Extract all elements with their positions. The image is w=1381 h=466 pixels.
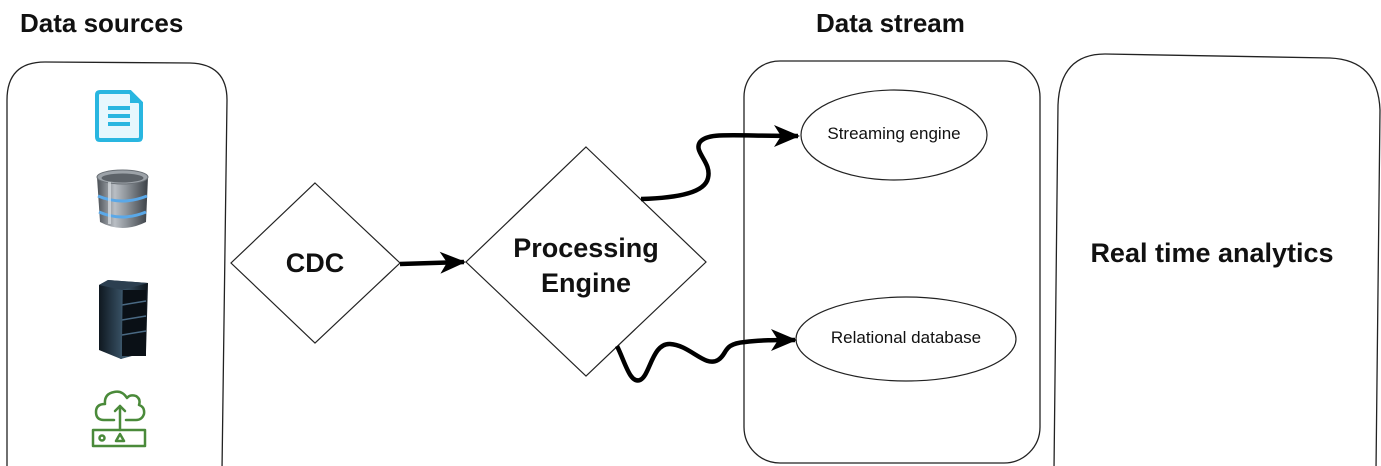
real-time-analytics-container: [1053, 53, 1381, 466]
relational-database-label: Relational database: [830, 328, 982, 347]
edge-processing-to-streaming: [640, 124, 800, 202]
data-sources-title: Data sources: [20, 8, 184, 38]
processing-engine-label: Processing Engine: [476, 231, 696, 301]
real-time-analytics-label: Real time analytics: [1090, 238, 1334, 268]
processing-engine-label-line2: Engine: [540, 268, 631, 298]
document-icon: [95, 90, 143, 142]
data-sources-container: [6, 61, 228, 466]
server-rack-icon: [99, 280, 148, 360]
edge-cdc-to-processing: [399, 251, 466, 274]
edge-processing-to-relational: [614, 329, 797, 383]
data-stream-title: Data stream: [816, 8, 965, 38]
cloud-upload-icon: [91, 390, 147, 448]
processing-engine-diamond[interactable]: [465, 146, 707, 377]
streaming-engine-node[interactable]: [800, 89, 988, 181]
streaming-engine-label: Streaming engine: [827, 124, 961, 143]
processing-engine-label-line1: Processing: [513, 233, 659, 263]
cdc-diamond[interactable]: [230, 182, 401, 344]
data-stream-container: [743, 60, 1041, 464]
database-icon: [96, 169, 149, 228]
cdc-label: CDC: [285, 248, 345, 278]
